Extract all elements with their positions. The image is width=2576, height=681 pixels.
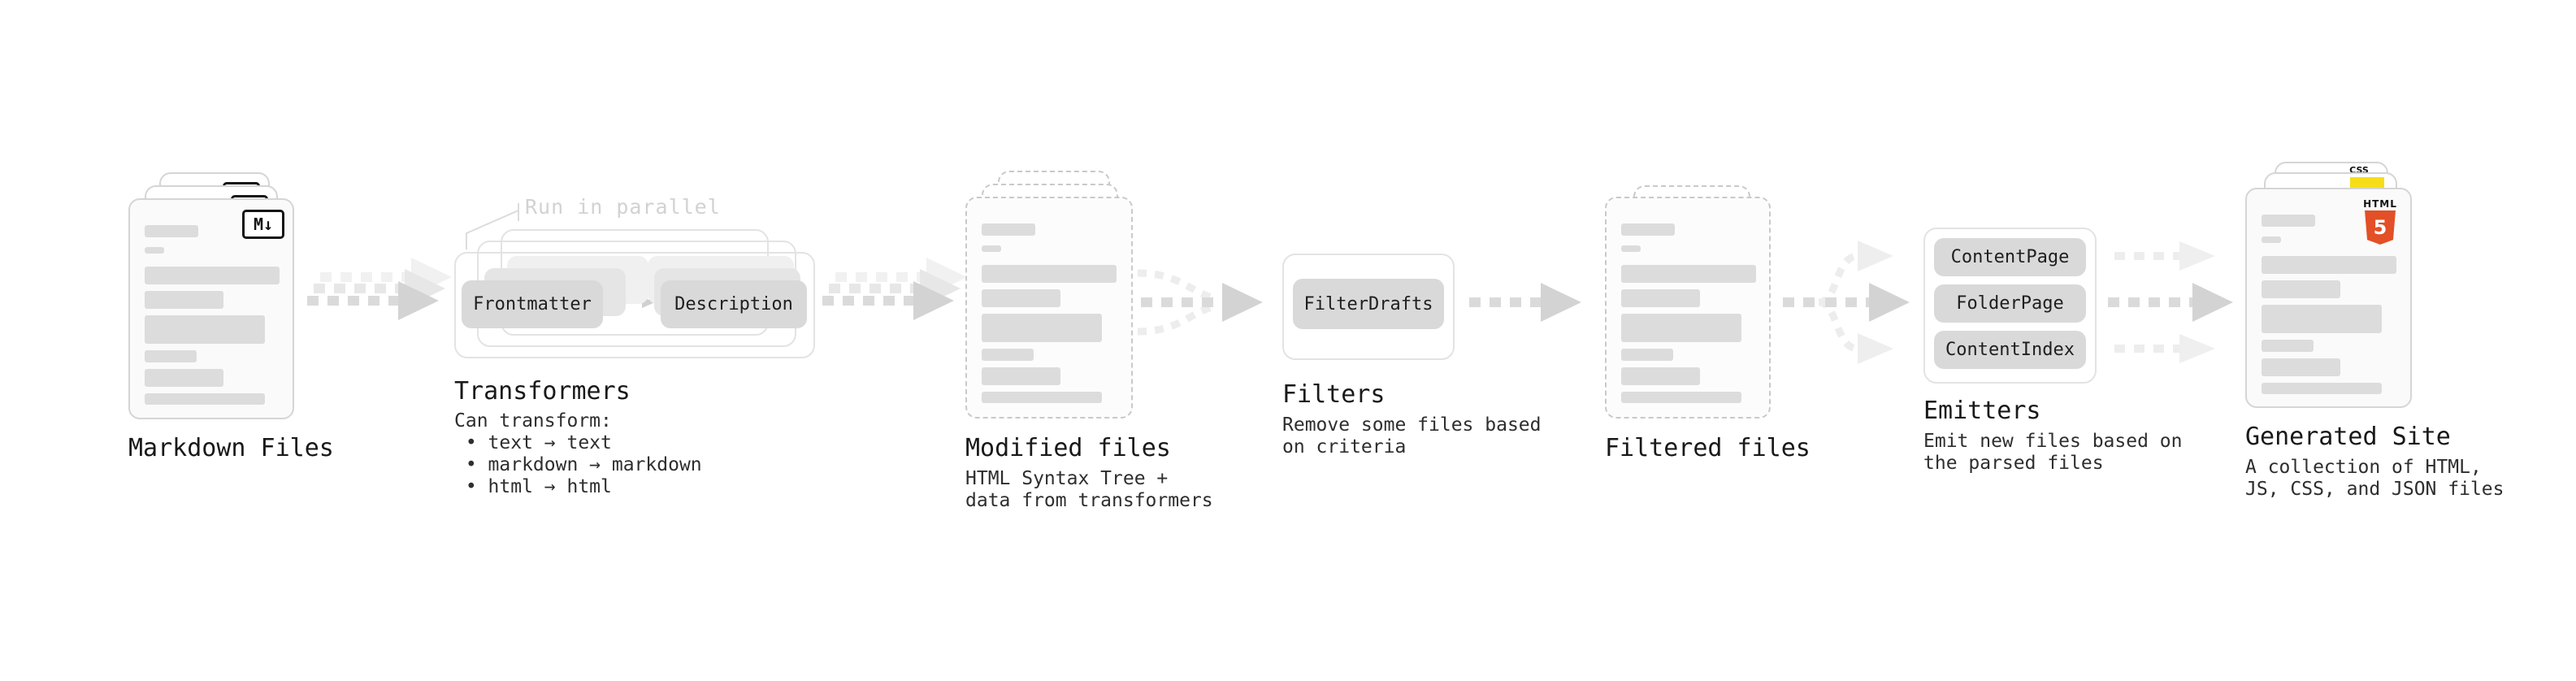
stage-title-markdown-files: Markdown Files (128, 434, 334, 462)
text-line-placeholder (982, 289, 1060, 307)
text-line-placeholder (2262, 383, 2382, 394)
text-line-placeholder (1621, 367, 1700, 385)
html5-icon-number: 5 (2373, 216, 2387, 239)
text-line-placeholder (2262, 305, 2382, 333)
text-line-placeholder (2262, 256, 2396, 274)
text-line-placeholder (982, 314, 1102, 342)
contentindex-pill: ContentIndex (1934, 331, 2086, 369)
contentpage-pill: ContentPage (1934, 238, 2086, 276)
emitters-description: Emit new files based on the parsed files (1923, 431, 2183, 474)
arrow-modified-to-filters (1137, 269, 1263, 336)
modified-files-description: HTML Syntax Tree + data from transformer… (965, 468, 1213, 511)
text-line-placeholder (982, 223, 1035, 236)
text-line-placeholder (982, 367, 1060, 385)
text-line-placeholder (2262, 340, 2314, 352)
text-line-placeholder (2262, 215, 2315, 227)
text-line-placeholder (2262, 358, 2340, 376)
text-line-placeholder (1621, 245, 1641, 252)
text-line-placeholder (1621, 392, 1741, 403)
text-line-placeholder (982, 245, 1001, 252)
folderpage-pill: FolderPage (1934, 284, 2086, 323)
text-line-placeholder (1621, 289, 1700, 307)
text-line-placeholder (2262, 236, 2281, 243)
arrow-markdown-to-transformers (307, 258, 452, 320)
markdown-file-card: M↓ (128, 198, 294, 419)
transformers-description: Can transform: • text → text • markdown … (454, 410, 702, 497)
text-line-placeholder (982, 349, 1034, 361)
filtered-file-card (1605, 197, 1771, 419)
generated-file-card-html: HTML 5 (2245, 188, 2412, 408)
stage-title-emitters: Emitters (1923, 397, 2041, 425)
stage-title-filters: Filters (1282, 380, 1386, 409)
css-icon-label: CSS (2349, 165, 2369, 176)
text-line-placeholder (145, 350, 197, 362)
text-line-placeholder (145, 247, 164, 254)
text-line-placeholder (145, 393, 265, 405)
frontmatter-pill: Frontmatter (462, 280, 603, 328)
text-line-placeholder (145, 267, 280, 284)
stage-title-modified-files: Modified files (965, 434, 1171, 462)
filterdrafts-pill: FilterDrafts (1293, 279, 1444, 329)
stage-title-filtered-files: Filtered files (1605, 434, 1811, 462)
text-line-placeholder (982, 392, 1102, 403)
text-line-placeholder (1621, 314, 1741, 342)
text-line-placeholder (1621, 349, 1673, 361)
stage-title-generated-site: Generated Site (2245, 423, 2451, 451)
text-line-placeholder (145, 369, 223, 387)
transformer-frame (454, 252, 815, 358)
text-line-placeholder (1621, 265, 1756, 283)
text-line-placeholder (2262, 280, 2340, 298)
stage-title-transformers: Transformers (454, 377, 631, 406)
html5-icon: HTML 5 (2361, 199, 2399, 245)
text-line-placeholder (982, 265, 1117, 283)
text-line-placeholder (1621, 223, 1675, 236)
text-line-placeholder (145, 225, 198, 237)
arrow-filtered-to-emitters (1783, 241, 1910, 364)
text-line-placeholder (145, 291, 223, 309)
arrow-transformers-to-modified (822, 258, 967, 320)
modified-file-card (965, 197, 1133, 419)
html5-icon-shield: 5 (2365, 210, 2396, 245)
arrow-filters-to-filtered (1469, 283, 1581, 322)
html5-icon-label: HTML (2363, 198, 2397, 210)
run-in-parallel-note: Run in parallel (525, 195, 721, 219)
generated-site-description: A collection of HTML, JS, CSS, and JSON … (2245, 457, 2504, 500)
arrow-emitters-to-generated (2108, 241, 2233, 363)
text-line-placeholder (145, 315, 265, 344)
markdown-icon: M↓ (242, 210, 284, 239)
filters-description: Remove some files based on criteria (1282, 414, 1542, 458)
description-pill: Description (661, 280, 807, 328)
